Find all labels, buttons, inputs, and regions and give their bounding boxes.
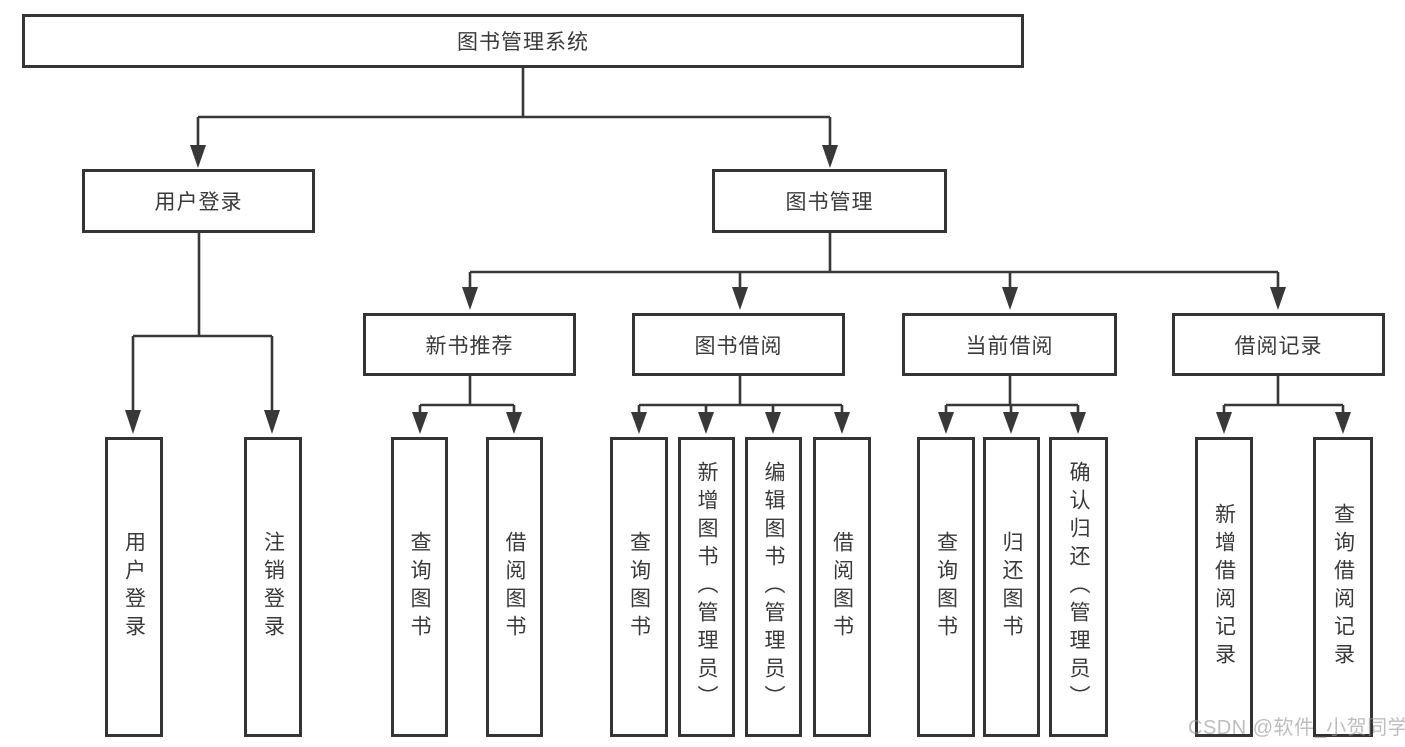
- node-label: 查询图书: [408, 531, 431, 643]
- csdn-watermark: CSDN @软件_小贺同学: [1188, 717, 1405, 739]
- node-label: 归还图书: [1000, 531, 1023, 643]
- node-current-borrow: 当前借阅: [902, 313, 1117, 376]
- node-label: 查询借阅记录: [1331, 503, 1355, 671]
- node-leaf-borrow-book: 借阅图书: [813, 437, 871, 737]
- node-leaf-confirm-return-admin: 确认归还（管理员）: [1049, 437, 1108, 737]
- node-label: 查询图书: [934, 531, 958, 643]
- node-label: 注销登录: [261, 531, 285, 643]
- node-label: 图书管理系统: [457, 31, 589, 54]
- connector-root: [190, 68, 838, 168]
- node-label: 新书推荐: [425, 334, 514, 358]
- node-leaf-query-borrow-record: 查询借阅记录: [1313, 437, 1373, 737]
- node-label: 查询图书: [627, 531, 651, 643]
- node-root-system: 图书管理系统: [22, 14, 1024, 68]
- node-leaf-query-book-borrow: 查询图书: [610, 437, 668, 737]
- node-label: 当前借阅: [965, 334, 1054, 358]
- connector-borrow-record: [1216, 376, 1351, 434]
- node-book-borrow: 图书借阅: [632, 313, 845, 376]
- connector-book-management: [462, 233, 1286, 310]
- node-leaf-return-book: 归还图书: [983, 437, 1040, 737]
- node-label: 编辑图书（管理员）: [762, 461, 785, 713]
- node-label: 新增借阅记录: [1212, 503, 1236, 671]
- node-label: 确认归还（管理员）: [1067, 461, 1090, 713]
- connector-current-borrow: [938, 376, 1086, 434]
- node-label: 图书管理: [785, 191, 874, 214]
- node-leaf-query-book-recommend: 查询图书: [391, 437, 448, 737]
- node-label: 用户登录: [154, 191, 243, 214]
- node-leaf-add-borrow-record: 新增借阅记录: [1195, 437, 1253, 737]
- node-user-login: 用户登录: [82, 169, 315, 233]
- node-label: 借阅图书: [830, 531, 854, 643]
- node-leaf-borrow-book-recommend: 借阅图书: [486, 437, 543, 737]
- node-label: 新增图书（管理员）: [695, 461, 718, 713]
- connector-book-borrow: [631, 376, 850, 434]
- node-leaf-query-book-current: 查询图书: [917, 437, 975, 737]
- node-leaf-edit-book-admin: 编辑图书（管理员）: [745, 437, 802, 737]
- connector-user-login: [125, 233, 280, 434]
- node-label: 借阅记录: [1234, 334, 1323, 358]
- node-label: 图书借阅: [694, 334, 783, 358]
- node-new-book-recommend: 新书推荐: [363, 313, 576, 376]
- node-leaf-user-login: 用户登录: [105, 437, 163, 737]
- node-leaf-logout: 注销登录: [244, 437, 302, 737]
- node-leaf-add-book-admin: 新增图书（管理员）: [678, 437, 735, 737]
- node-book-management: 图书管理: [712, 169, 947, 233]
- node-label: 用户登录: [122, 531, 146, 643]
- node-borrow-record: 借阅记录: [1172, 313, 1385, 376]
- node-label: 借阅图书: [503, 531, 526, 643]
- connector-new-book: [412, 376, 522, 434]
